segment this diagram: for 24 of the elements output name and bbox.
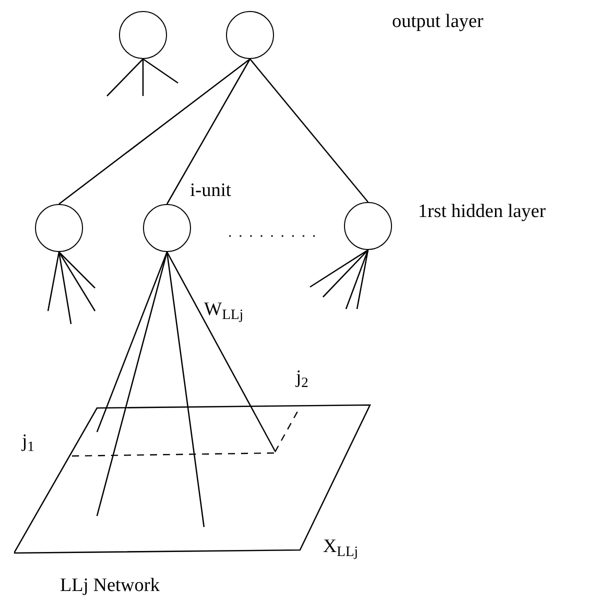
node-caption: i-unit xyxy=(190,181,232,200)
connection-line xyxy=(106,58,144,96)
connection-line xyxy=(166,58,251,204)
connection-line xyxy=(142,59,144,96)
connection-line xyxy=(58,58,250,205)
layer-label: 1rst hidden layer xyxy=(418,202,546,221)
connection-line xyxy=(96,252,168,516)
connection-line xyxy=(58,252,72,324)
connection-line xyxy=(142,58,178,84)
layer-label: output layer xyxy=(392,12,484,31)
connection-line xyxy=(166,252,205,528)
connection-line xyxy=(250,58,368,202)
connection-line xyxy=(166,252,276,452)
connection-line xyxy=(345,250,369,310)
connection-line xyxy=(58,252,96,288)
connection-line xyxy=(96,252,168,432)
connection-line xyxy=(310,249,368,288)
node-caption: LLj Network xyxy=(60,576,160,595)
layer-label: j$_{2}$ xyxy=(296,368,308,387)
connection-line xyxy=(58,252,96,312)
connection-line xyxy=(322,250,368,298)
layer-label: j$_{1}$ xyxy=(22,432,34,451)
connection-line xyxy=(356,250,369,310)
connection-line xyxy=(47,252,60,312)
